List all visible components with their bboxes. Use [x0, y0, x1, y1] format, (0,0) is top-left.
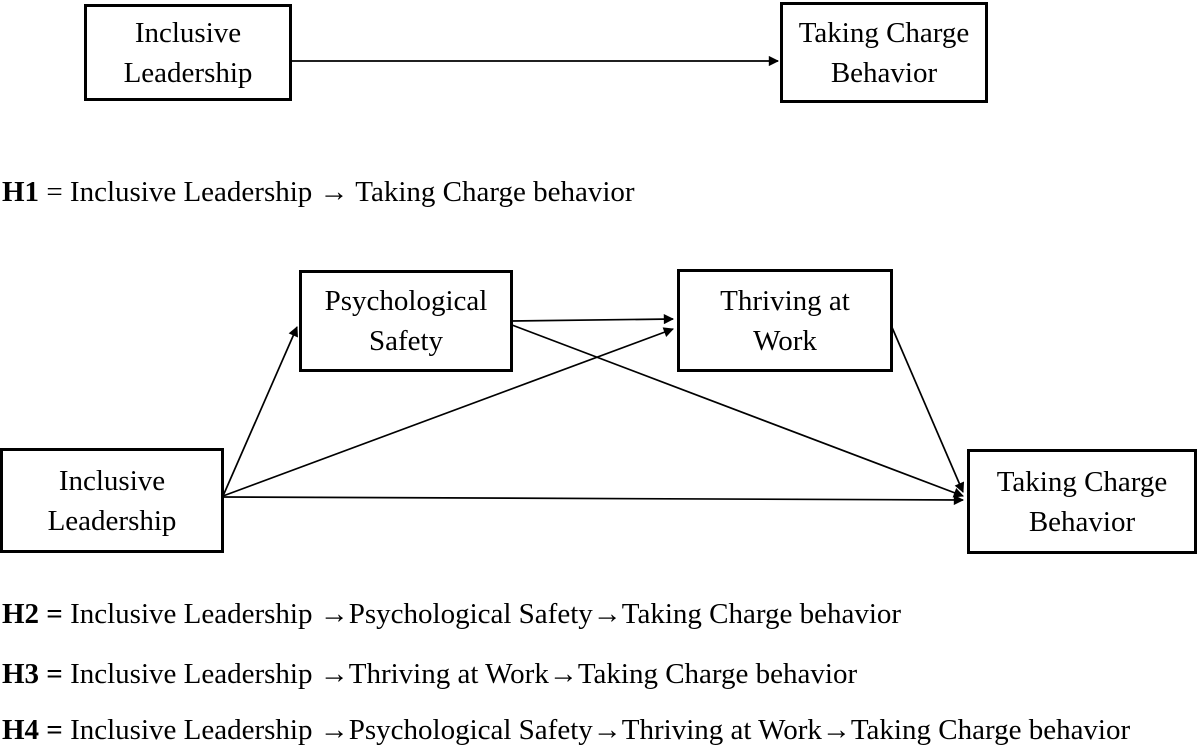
arrow-d2-il-to-tcb: [222, 494, 965, 506]
box-taking-charge-behavior-mediation: Taking Charge Behavior: [967, 449, 1197, 554]
arrow-d2-ps-to-taw: [511, 314, 675, 325]
box-label-line: Work: [753, 324, 817, 357]
box-inclusive-leadership-direct: Inclusive Leadership: [84, 4, 292, 101]
box-label-line: Psychological: [324, 285, 488, 317]
box-inclusive-leadership-mediation: Inclusive Leadership: [0, 448, 224, 553]
hypothesis-h3-label: H3 =: [2, 658, 63, 690]
arrow-d2-il-to-ps: [222, 326, 298, 497]
hypothesis-h4-label: H4 =: [2, 714, 63, 746]
box-label-line: Taking Charge: [798, 16, 970, 49]
hypothesis-h3-text: Inclusive Leadership →Thriving at Work→T…: [62, 658, 858, 690]
box-psychological-safety: Psychological Safety: [299, 270, 513, 372]
box-label-line: Thriving at: [720, 284, 850, 317]
hypothesis-h4: H4 = Inclusive Leadership →Psychological…: [2, 714, 1130, 746]
hypothesis-h4-text: Inclusive Leadership →Psychological Safe…: [62, 714, 1131, 746]
box-label-line: Behavior: [1028, 505, 1136, 538]
box-taking-charge-behavior-direct: Taking Charge Behavior: [780, 2, 988, 103]
box-label-line: Leadership: [47, 504, 177, 537]
box-thriving-at-work: Thriving at Work: [677, 269, 893, 372]
hypothesis-h2: H2 = Inclusive Leadership →Psychological…: [2, 598, 901, 630]
box-label-line: Inclusive: [58, 464, 166, 497]
hypothesis-h2-label: H2 =: [2, 598, 63, 630]
box-label-line: Inclusive: [134, 16, 242, 49]
box-label-line: Leadership: [123, 56, 253, 89]
hypothesis-h1: H1 = Inclusive Leadership → Taking Charg…: [2, 176, 635, 208]
box-label-line: Behavior: [830, 56, 938, 89]
hypothesis-h1-text: = Inclusive Leadership → Taking Charge b…: [39, 176, 635, 208]
box-label-line: Taking Charge: [996, 465, 1168, 498]
hypothesis-h2-text: Inclusive Leadership →Psychological Safe…: [62, 598, 902, 630]
box-label-line: Safety: [368, 325, 444, 357]
arrow-d2-ps-to-tcb: [511, 324, 964, 498]
hypothesis-h3: H3 = Inclusive Leadership →Thriving at W…: [2, 658, 857, 690]
arrow-d2-taw-to-tcb: [890, 324, 965, 493]
hypothesis-h1-label: H1: [2, 176, 40, 208]
